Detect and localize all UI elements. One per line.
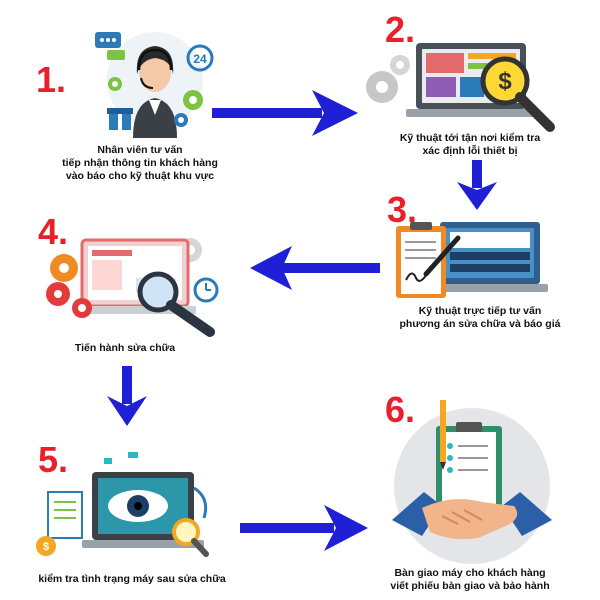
step-5-line-1: kiểm tra tình trạng máy sau sửa chữa <box>38 573 226 585</box>
step-2-line-1: Kỹ thuật tới tận nơi kiểm tra <box>399 132 541 144</box>
step-4-number: 4. <box>38 211 69 252</box>
step-1-line-1: Nhân viên tư vấn <box>97 144 183 156</box>
step-5-caption: kiểm tra tình trạng máy sau sửa chữa <box>22 573 242 586</box>
arrow-left-3-to-4 <box>250 246 380 290</box>
step-4-line-1: Tiến hành sửa chữa <box>74 342 176 354</box>
hours-label: 24 <box>193 52 207 66</box>
step-3-line-1: Kỹ thuật trực tiếp tư vấn <box>418 305 542 317</box>
step-3-number: 3. <box>387 189 418 230</box>
step-1-caption: Nhân viên tư vấn tiếp nhận thông tin khá… <box>40 144 240 183</box>
svg-text:$: $ <box>43 541 49 553</box>
contract-laptop-icon <box>396 222 548 298</box>
step-2-line-2: xác định lỗi thiết bị <box>422 145 518 157</box>
step-6-line-1: Bàn giao máy cho khách hàng <box>394 567 546 579</box>
arrow-right-5-to-6 <box>240 505 368 551</box>
step-2-caption: Kỹ thuật tới tận nơi kiểm tra xác định l… <box>370 132 570 158</box>
svg-text:$: $ <box>498 68 512 95</box>
step-4-caption: Tiến hành sửa chữa <box>40 342 210 355</box>
step-6-caption: Bàn giao máy cho khách hàng viết phiếu b… <box>370 567 570 593</box>
repair-laptop-gears-icon <box>46 238 219 337</box>
arrow-down-2-to-3 <box>457 160 497 210</box>
laptop-magnifier-dollar-icon: $ <box>366 43 555 132</box>
step-6-line-2: viết phiếu bàn giao và bảo hành <box>390 580 550 592</box>
step-1-line-3: vào báo cho kỹ thuật khu vực <box>65 170 215 182</box>
customer-support-agent-icon: 24 <box>95 32 214 138</box>
step-6-number: 6. <box>385 389 416 430</box>
arrow-down-4-to-5 <box>107 366 147 426</box>
step-3-caption: Kỹ thuật trực tiếp tư vấn phương án sửa … <box>380 305 580 331</box>
step-1-number: 1. <box>36 59 67 100</box>
inspection-laptop-eye-icon: $ <box>36 452 209 557</box>
step-5-number: 5. <box>38 439 69 480</box>
step-3-line-2: phương án sửa chữa và báo giá <box>399 318 561 330</box>
arrow-right-1-to-2 <box>212 90 358 136</box>
step-1-line-2: tiếp nhận thông tin khách hàng <box>62 157 218 169</box>
handshake-checklist-icon <box>392 400 552 564</box>
step-2-number: 2. <box>385 9 416 50</box>
